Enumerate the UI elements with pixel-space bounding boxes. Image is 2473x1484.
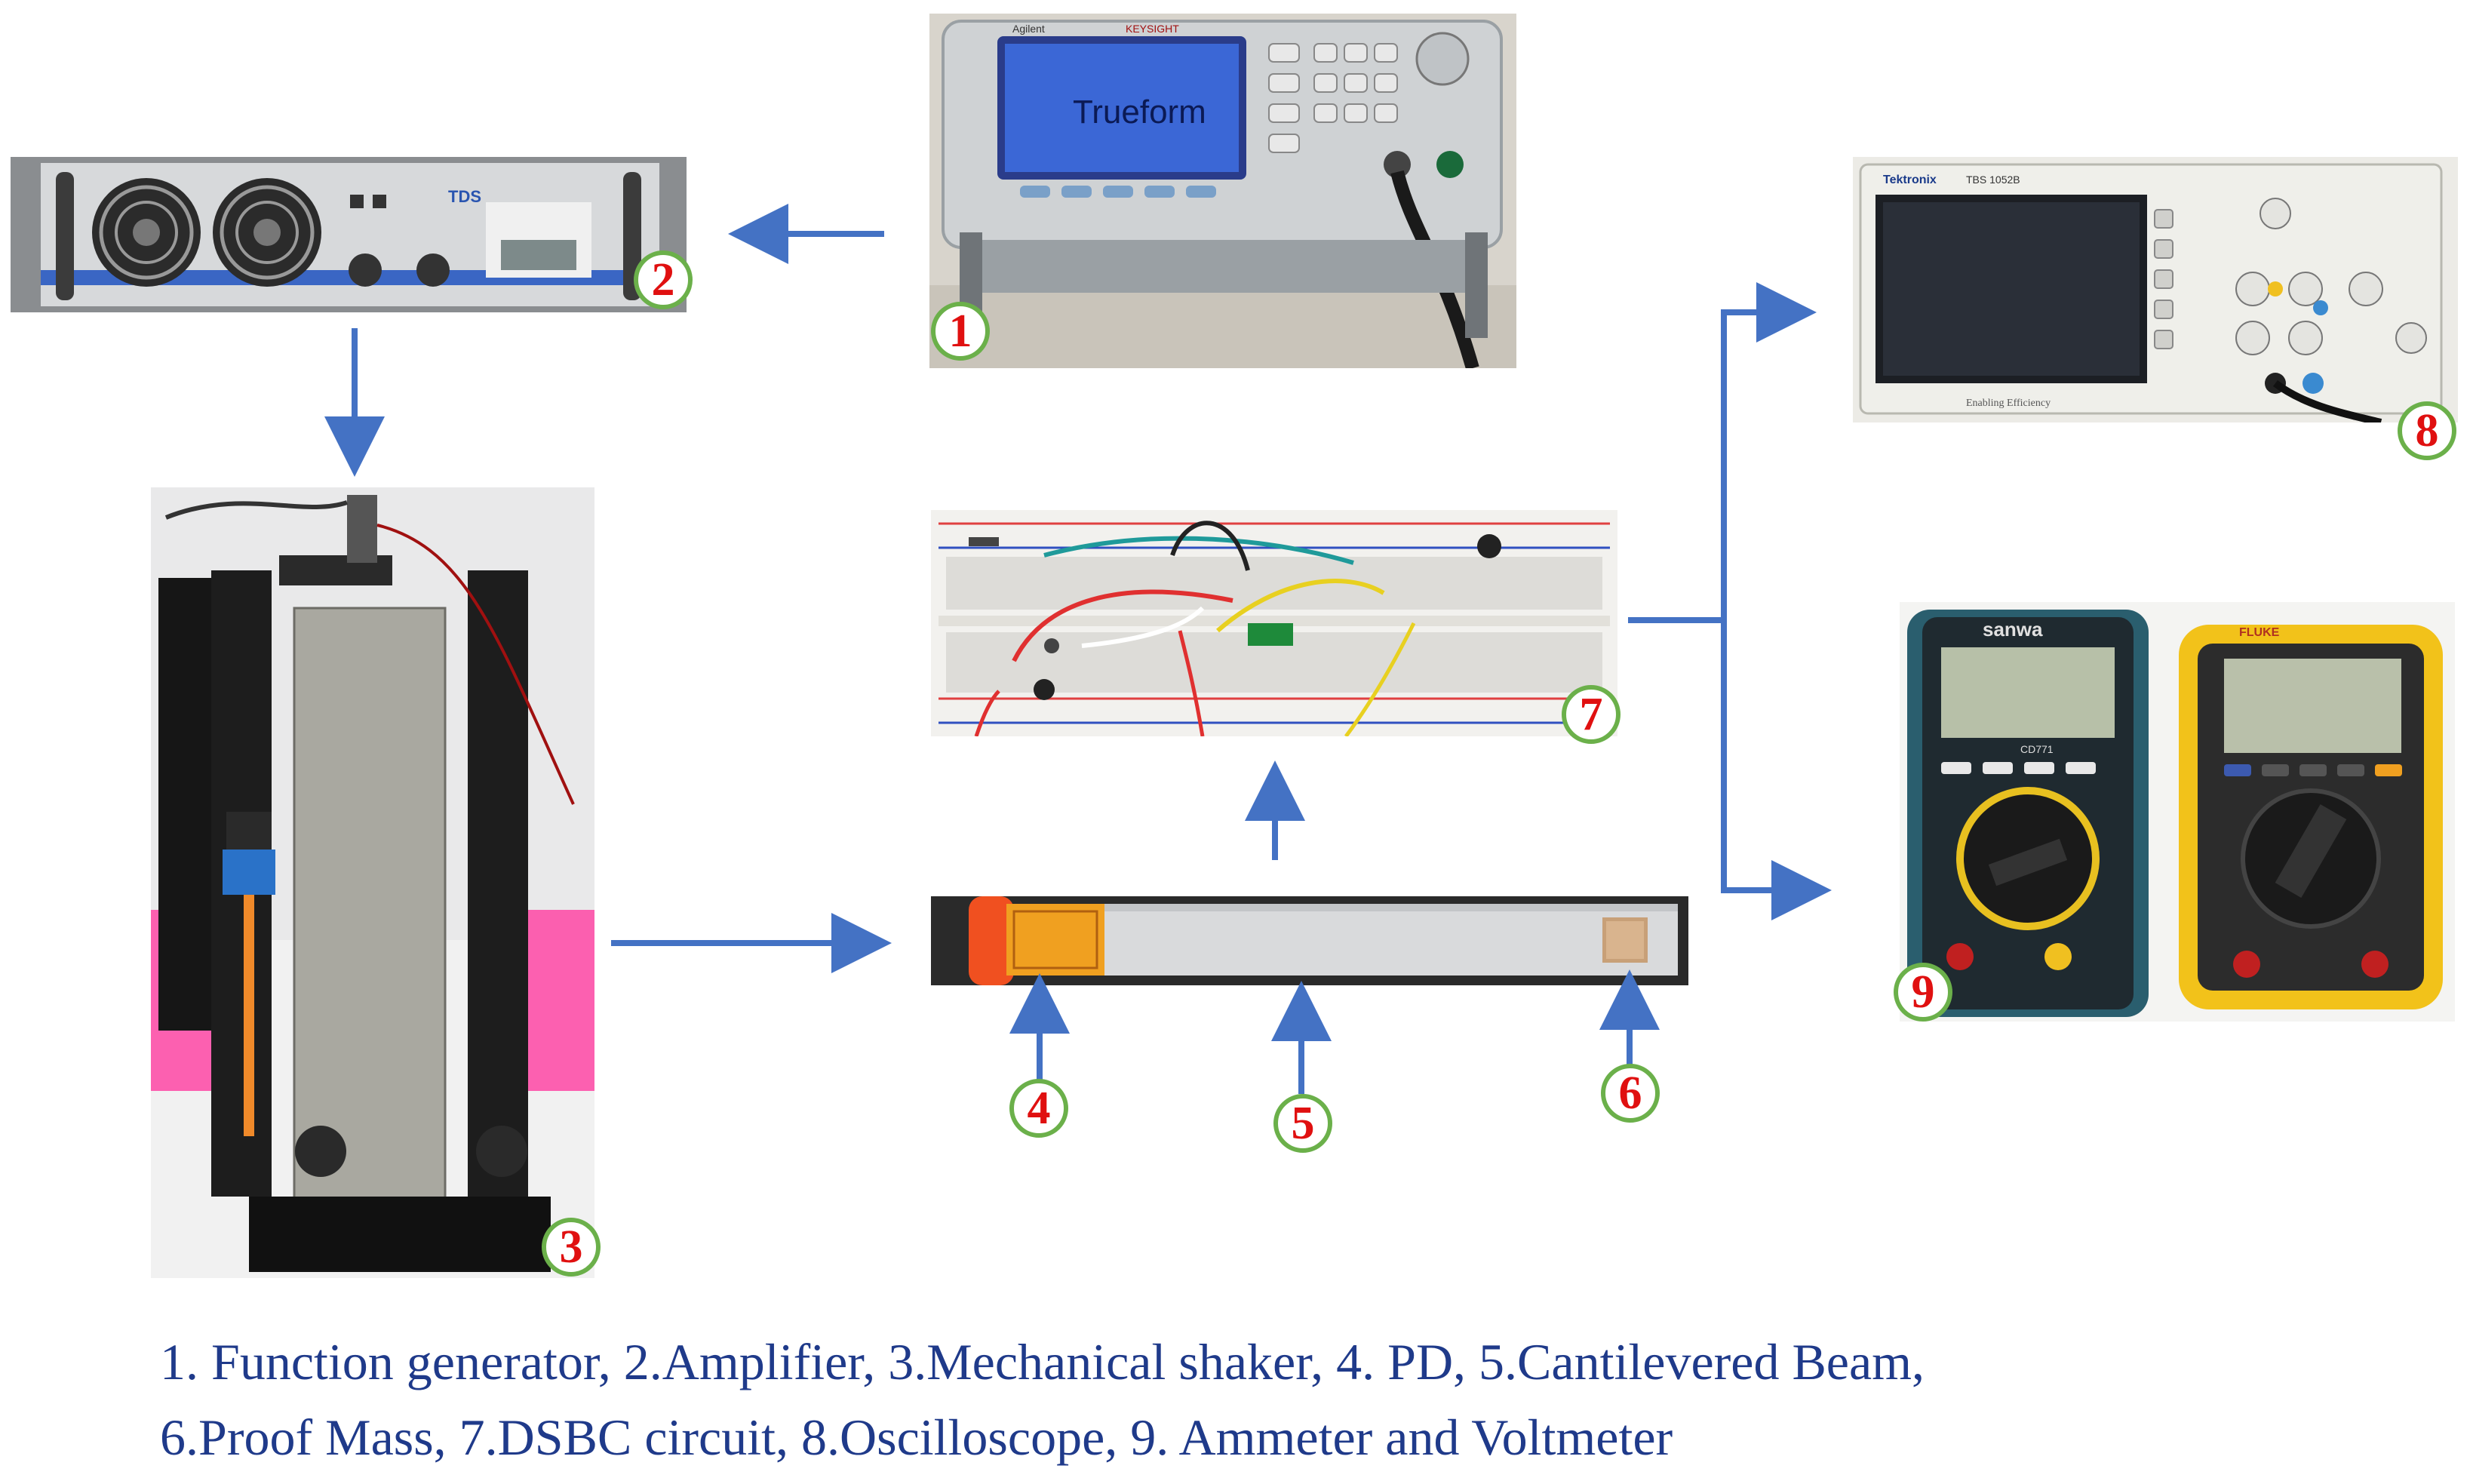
badge-label: 2 [651, 254, 675, 306]
badge-label: 7 [1579, 689, 1603, 740]
badge-cantilevered-beam: 5 [1273, 1094, 1332, 1153]
meter2-brand-text: FLUKE [2239, 626, 2280, 639]
badge-label: 4 [1027, 1083, 1051, 1134]
badge-label: 1 [948, 306, 972, 357]
generator-keysight-text: KEYSIGHT [1126, 23, 1179, 35]
scope-footer-text: Enabling Efficiency [1966, 398, 2051, 409]
badge-function-generator: 1 [931, 302, 990, 361]
badge-oscilloscope: 8 [2398, 401, 2456, 460]
meter1-brand-text: sanwa [1983, 618, 2043, 641]
badge-ammeter-voltmeter: 9 [1894, 963, 1952, 1022]
function-generator-photo: Trueform Agilent KEYSIGHT [929, 14, 1516, 368]
generator-brand-text: Agilent [1012, 23, 1045, 35]
multimeters-photo: sanwa CD771 FLUKE [1900, 602, 2455, 1022]
scope-model-text: TBS 1052B [1966, 174, 2020, 186]
badge-label: 5 [1291, 1098, 1315, 1149]
caption-line-2: 6.Proof Mass, 7.DSBC circuit, 8.Oscillos… [160, 1409, 1673, 1466]
badge-amplifier: 2 [634, 250, 693, 309]
meter1-model-text: CD771 [2020, 743, 2054, 755]
scope-brand-text: Tektronix [1883, 174, 1937, 186]
badge-proof-mass: 6 [1601, 1064, 1660, 1123]
badge-pd: 4 [1009, 1079, 1068, 1138]
amplifier-brand-text: TDS [448, 187, 481, 206]
badge-label: 9 [1911, 966, 1935, 1018]
mechanical-shaker-photo [151, 487, 594, 1278]
cantilever-beam-photo [931, 896, 1688, 985]
badge-label: 3 [559, 1221, 583, 1273]
amplifier-photo: TDS [11, 157, 687, 312]
oscilloscope-photo: Tektronix TBS 1052B Enabling Efficiency [1853, 157, 2458, 422]
connector-circuit-branch [1628, 282, 1817, 623]
connector-circuit-to-meters [1721, 620, 1832, 920]
badge-label: 6 [1618, 1068, 1642, 1119]
caption-line-1: 1. Function generator, 2.Amplifier, 3.Me… [160, 1333, 1925, 1390]
badge-label: 8 [2415, 405, 2439, 456]
badge-dsbc-circuit: 7 [1562, 685, 1621, 744]
dsbc-circuit-photo [931, 510, 1617, 736]
generator-screen-text: Trueform [1073, 94, 1206, 131]
badge-mechanical-shaker: 3 [542, 1218, 601, 1277]
